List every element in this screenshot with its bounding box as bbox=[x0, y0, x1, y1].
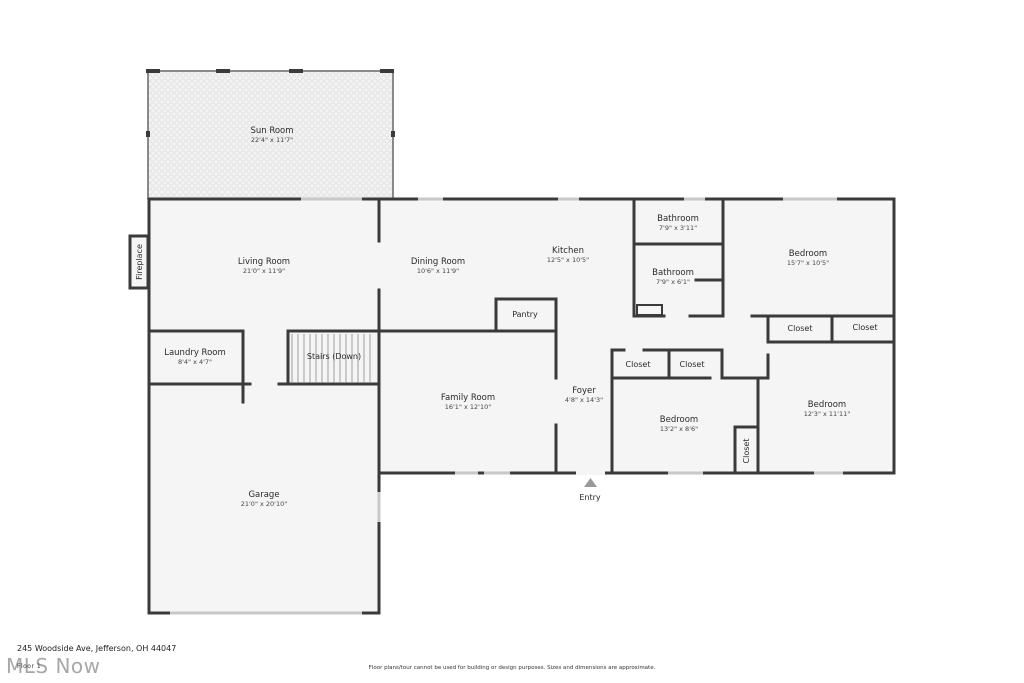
entry-arrow-icon bbox=[584, 478, 597, 487]
bedroom-1-dim: 15'7" x 10'5" bbox=[787, 259, 829, 267]
stairs-label: Stairs (Down) bbox=[307, 352, 361, 361]
living-room-dim: 21'0" x 11'9" bbox=[243, 267, 285, 275]
fireplace-floor bbox=[130, 236, 148, 288]
closet-label-5: Closet bbox=[742, 439, 751, 464]
closet-label-3: Closet bbox=[626, 360, 651, 369]
walls bbox=[128, 70, 896, 615]
bathroom-2-dim: 7'9" x 6'1" bbox=[656, 278, 690, 286]
garage-label: Garage bbox=[248, 490, 279, 500]
bathroom-1-dim: 7'9" x 3'11" bbox=[659, 224, 697, 232]
closet-label-4: Closet bbox=[680, 360, 705, 369]
dining-room-label: Dining Room bbox=[411, 257, 465, 267]
floor-label: Floor 1 bbox=[17, 663, 42, 670]
sun-room-label: Sun Room bbox=[250, 126, 293, 136]
laundry-room-dim: 8'4" x 4'7" bbox=[178, 358, 212, 366]
family-room-label: Family Room bbox=[441, 393, 495, 403]
disclaimer: Floor plans/tour cannot be used for buil… bbox=[368, 665, 656, 671]
fireplace-label: Fireplace bbox=[135, 244, 144, 280]
living-room-label: Living Room bbox=[238, 257, 290, 267]
foyer-dim: 4'8" x 14'3" bbox=[565, 396, 603, 404]
watermark-text: MLS Now bbox=[6, 654, 101, 678]
garage-dim: 21'0" x 20'10" bbox=[241, 500, 287, 508]
bedroom-2-dim: 13'2" x 8'6" bbox=[660, 425, 698, 433]
kitchen-label: Kitchen bbox=[552, 246, 584, 256]
floor-fills bbox=[130, 71, 894, 613]
laundry-room-label: Laundry Room bbox=[164, 348, 226, 358]
dining-room-dim: 10'6" x 11'9" bbox=[417, 267, 459, 275]
bedroom-3-label: Bedroom bbox=[808, 400, 846, 410]
entry-label: Entry bbox=[579, 493, 601, 502]
sun-room-floor bbox=[148, 71, 393, 199]
kitchen-dim: 12'5" x 10'5" bbox=[547, 256, 589, 264]
bedroom-1-label: Bedroom bbox=[789, 249, 827, 259]
room-labels: Sun Room 22'4" x 11'7" Living Room 21'0"… bbox=[135, 126, 877, 508]
closet-label-1: Closet bbox=[788, 324, 813, 333]
bathroom-2-label: Bathroom bbox=[652, 268, 694, 278]
bedroom-2-label: Bedroom bbox=[660, 415, 698, 425]
closet-label-2: Closet bbox=[853, 323, 878, 332]
sun-room-posts bbox=[146, 69, 395, 137]
windows bbox=[170, 197, 843, 615]
bedroom-3-dim: 12'3" x 11'11" bbox=[804, 410, 850, 418]
garage-floor bbox=[149, 384, 379, 613]
sun-room-dim: 22'4" x 11'7" bbox=[251, 136, 293, 144]
foyer-label: Foyer bbox=[572, 386, 596, 396]
address: 245 Woodside Ave, Jefferson, OH 44047 bbox=[17, 644, 177, 653]
bathroom-1-label: Bathroom bbox=[657, 214, 699, 224]
watermark-logo: MLS Now Floor 1 bbox=[6, 654, 101, 678]
family-room-dim: 16'1" x 12'10" bbox=[445, 403, 491, 411]
stair-treads bbox=[291, 334, 371, 382]
pantry-label: Pantry bbox=[512, 310, 538, 319]
